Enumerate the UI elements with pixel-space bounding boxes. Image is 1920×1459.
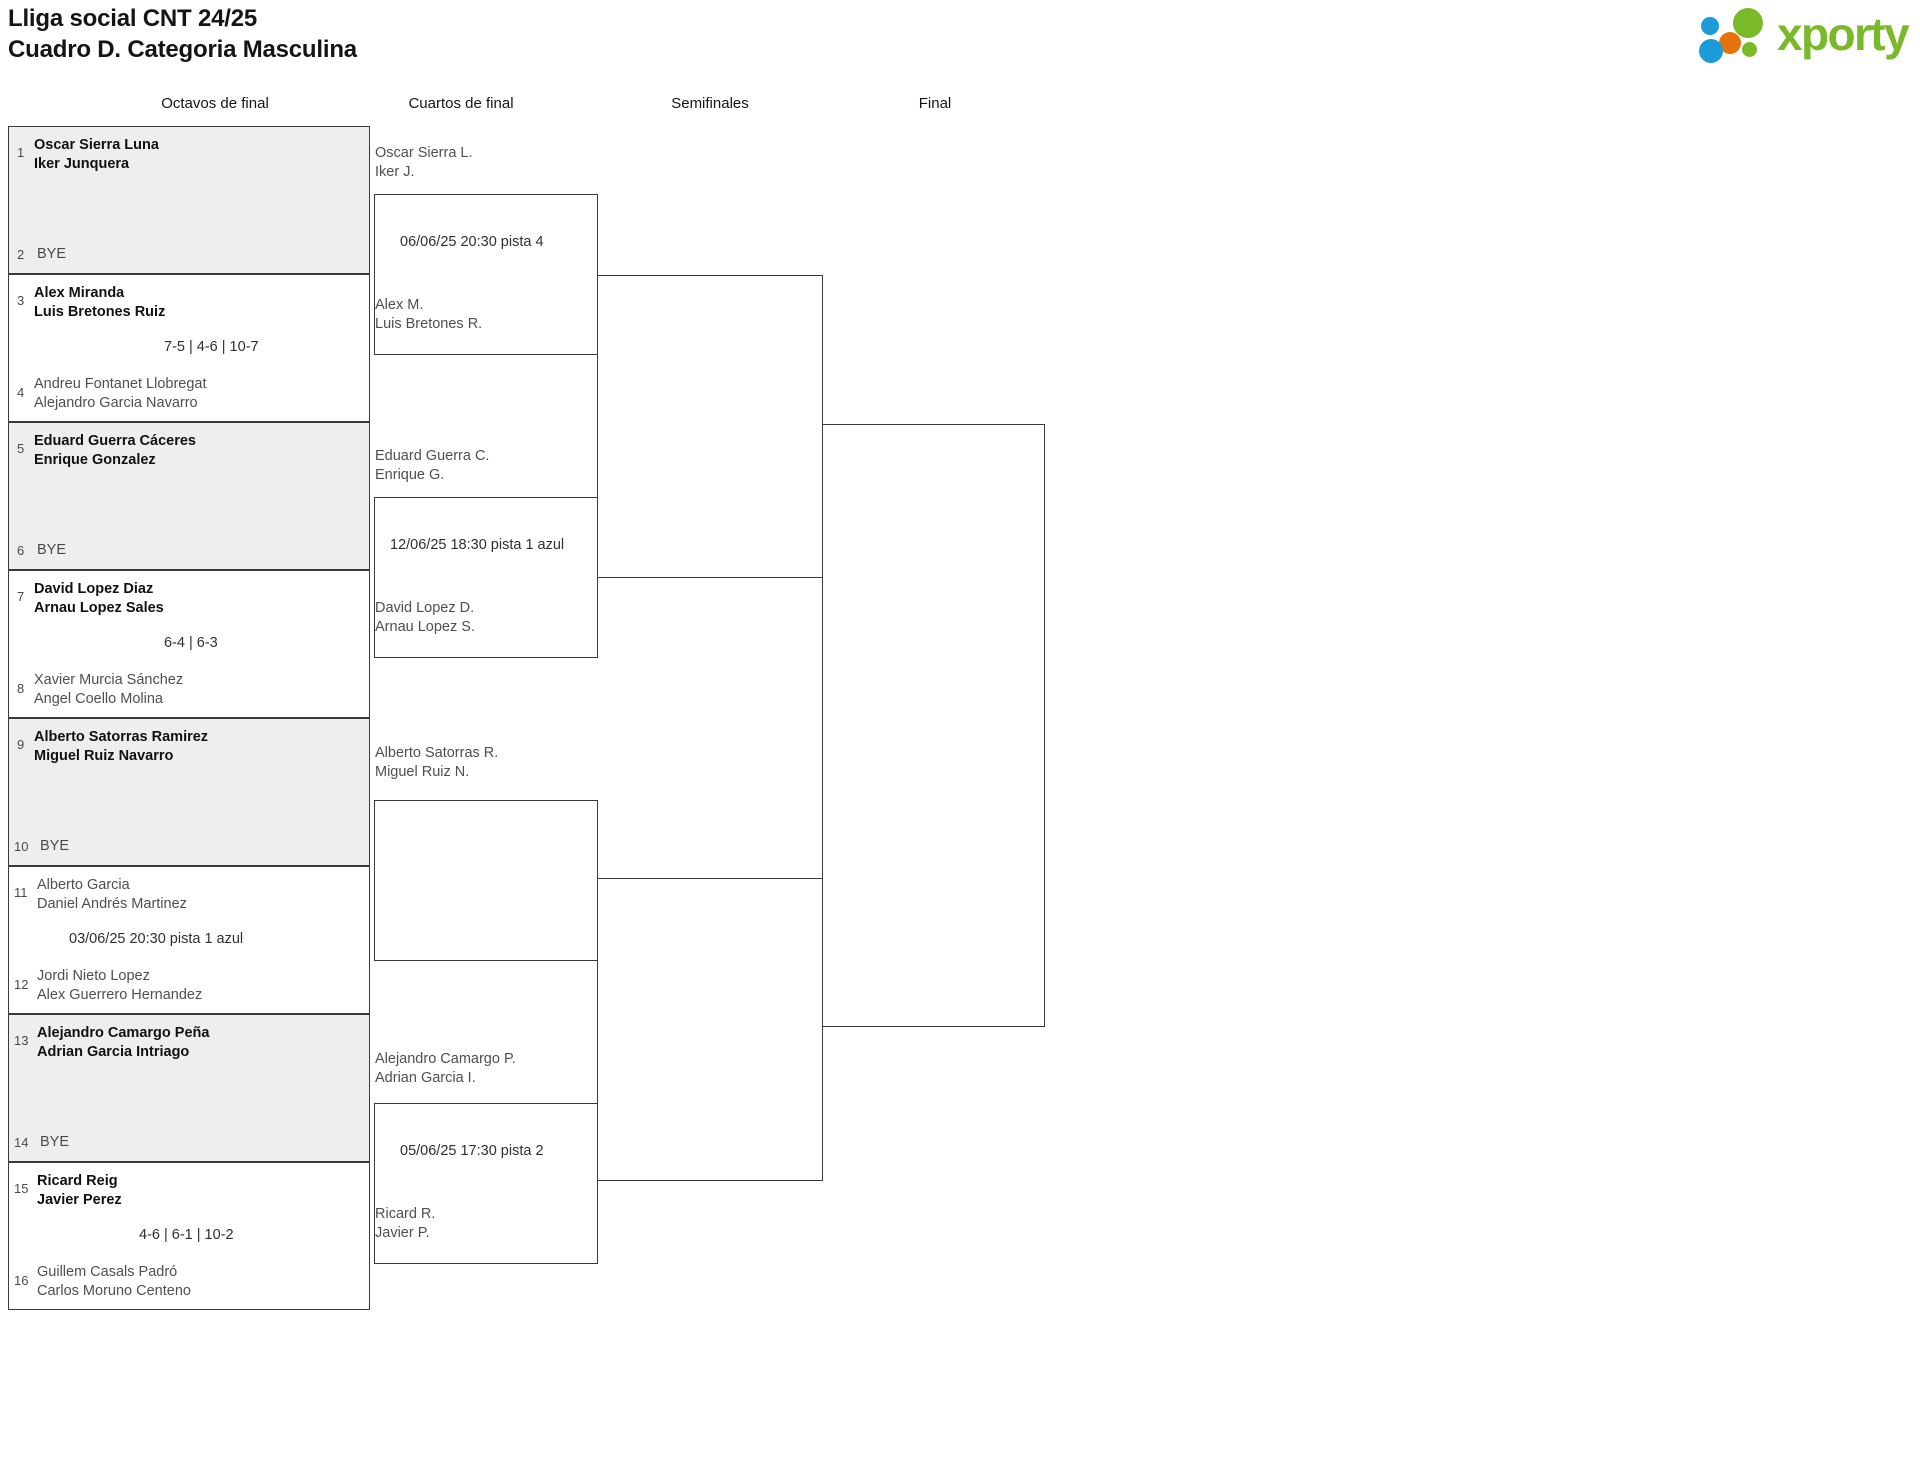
match-date: 12/06/25 18:30 pista 1 azul	[390, 537, 565, 553]
match-date: 03/06/25 20:30 pista 1 azul	[69, 931, 244, 947]
tournament-category: Cuadro D. Categoria Masculina	[8, 35, 357, 63]
tournament-name: Lliga social CNT 24/25	[8, 5, 258, 32]
seed-number: 10	[14, 839, 29, 854]
logo-dots-icon	[1699, 7, 1777, 63]
team-bottom: Alex M.Luis Bretones R.	[375, 297, 483, 332]
page-title: Lliga social CNT 24/25 Cuadro D. Categor…	[8, 4, 357, 65]
r3-box-2[interactable]	[597, 878, 823, 1181]
seed-number: 5	[17, 441, 25, 456]
r2-box-4[interactable]	[374, 1103, 598, 1264]
team-bottom: BYE	[37, 542, 67, 558]
seed-number: 6	[17, 543, 25, 558]
seed-number: 8	[17, 681, 25, 696]
round-header-cuartos: Cuartos de final	[408, 95, 514, 112]
seed-number: 14	[14, 1135, 29, 1150]
r4-box-1[interactable]	[822, 424, 1045, 1027]
team-bottom: BYE	[37, 246, 67, 262]
xporty-logo: xporty	[1699, 7, 1910, 63]
r2-box-3[interactable]	[374, 800, 598, 961]
team-top: Alberto Satorras R.Miguel Ruiz N.	[375, 745, 499, 780]
seed-number: 15	[14, 1181, 29, 1196]
match-score: 6-4 | 6-3	[164, 635, 218, 651]
team-top: Alejandro Camargo P.Adrian Garcia I.	[375, 1051, 516, 1086]
r3-box-1[interactable]	[597, 275, 823, 578]
team-bottom: BYE	[40, 1134, 70, 1150]
match-score: 7-5 | 4-6 | 10-7	[164, 339, 259, 355]
match-score: 4-6 | 6-1 | 10-2	[139, 1227, 234, 1243]
round-header-octavos: Octavos de final	[161, 95, 269, 112]
r2-box-2[interactable]	[374, 497, 598, 658]
seed-number: 2	[17, 247, 25, 262]
seed-number: 9	[17, 737, 25, 752]
seed-number: 16	[14, 1273, 29, 1288]
seed-number: 13	[14, 1033, 29, 1048]
seed-number: 7	[17, 589, 25, 604]
round-header-semifinales: Semifinales	[671, 95, 749, 112]
match-date: 06/06/25 20:30 pista 4	[400, 234, 544, 250]
seed-number: 12	[14, 977, 29, 992]
team-top: Oscar Sierra L.Iker J.	[375, 145, 473, 180]
seed-number: 1	[17, 145, 25, 160]
match-date: 05/06/25 17:30 pista 2	[400, 1143, 544, 1159]
logo-wordmark: xporty	[1777, 8, 1910, 60]
seed-number: 3	[17, 293, 25, 308]
team-bottom: David Lopez D.Arnau Lopez S.	[375, 600, 475, 635]
round-header-final: Final	[918, 95, 952, 112]
team-top: Eduard Guerra C.Enrique G.	[375, 448, 490, 483]
team-bottom: BYE	[40, 838, 70, 854]
team-bottom: Ricard R.Javier P.	[375, 1206, 436, 1241]
r2-box-1[interactable]	[374, 194, 598, 355]
seed-number: 4	[17, 385, 25, 400]
seed-number: 11	[14, 885, 28, 900]
